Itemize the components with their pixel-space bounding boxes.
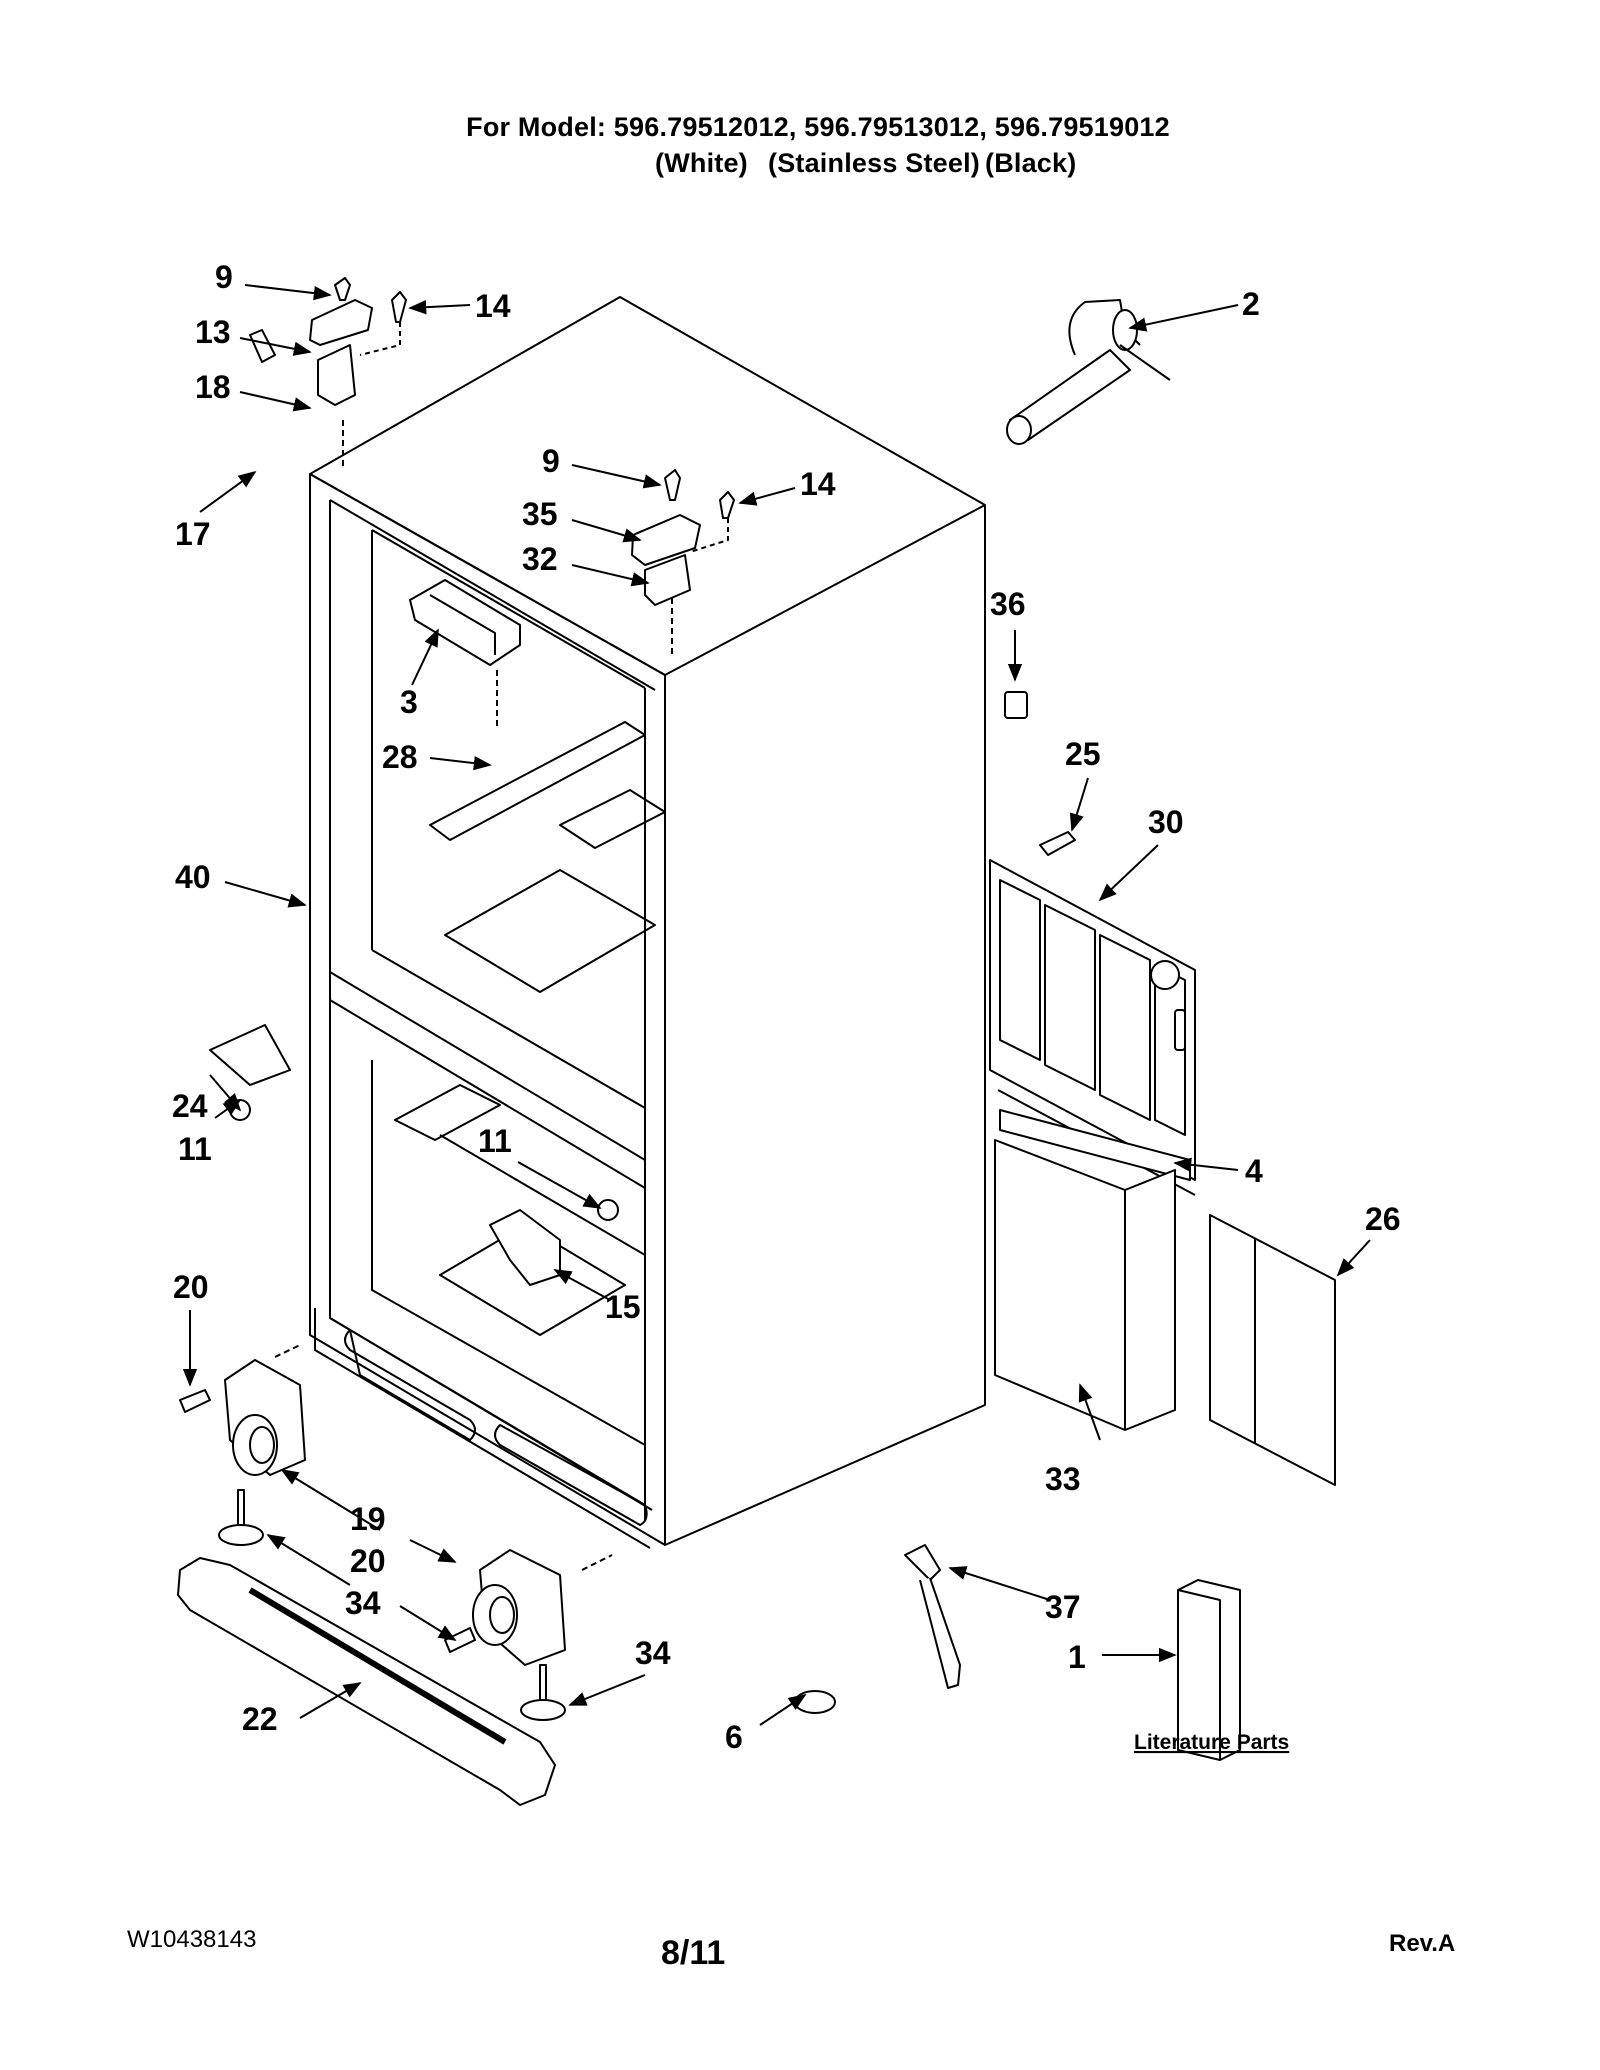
model-line: For Model: 596.79512012, 596.79513012, 5… (466, 112, 1170, 142)
callout-20-bottom: 20 (350, 1543, 386, 1579)
toe-grille-part-22 (177, 1557, 556, 1806)
document-number: W10438143 (127, 1926, 257, 1953)
callout-9-top-left: 9 (215, 259, 233, 295)
callout-37: 37 (1045, 1589, 1081, 1625)
top-hinge-left (249, 277, 407, 406)
sheet-part-26 (1209, 1214, 1336, 1486)
callout-13: 13 (195, 314, 231, 350)
top-hinge-center (631, 469, 735, 606)
callout-32: 32 (522, 541, 558, 577)
clip-part-36 (1004, 691, 1028, 719)
callout-9-center: 9 (542, 443, 560, 479)
callout-24: 24 (172, 1088, 208, 1124)
grommet-part-6 (794, 1690, 836, 1714)
fill-tube-part-2 (1006, 299, 1171, 445)
callout-6: 6 (725, 1719, 743, 1755)
callout-17: 17 (175, 516, 211, 552)
leveling-leg-left (218, 1489, 264, 1546)
callout-33: 33 (1045, 1461, 1081, 1497)
callout-30: 30 (1148, 804, 1184, 840)
callout-3: 3 (400, 684, 418, 720)
variant-black: (Black) (985, 148, 1077, 178)
grille-part-30 (989, 859, 1196, 1196)
leveling-leg-right (520, 1664, 566, 1721)
revision-label: Rev.A (1389, 1930, 1456, 1957)
hinge-part-15 (489, 1209, 561, 1286)
screw-part-11-center (597, 1199, 619, 1221)
callout-15: 15 (605, 1289, 641, 1325)
sensor-part-37 (904, 1544, 961, 1689)
callout-14-top-left: 14 (475, 288, 511, 324)
strip-part-4 (999, 1109, 1191, 1181)
callout-4: 4 (1245, 1153, 1263, 1189)
roller-assembly-right (444, 1549, 566, 1666)
callout-28: 28 (382, 739, 418, 775)
callout-35: 35 (522, 496, 558, 532)
callout-34-left: 34 (345, 1585, 381, 1621)
callout-22: 22 (242, 1701, 278, 1737)
roller-assembly-left (179, 1359, 306, 1476)
callout-18: 18 (195, 369, 231, 405)
callout-36: 36 (990, 586, 1026, 622)
callout-25: 25 (1065, 736, 1101, 772)
variant-stainless: (Stainless Steel) (768, 148, 980, 178)
refrigerator-cabinet (274, 296, 986, 1571)
literature-parts-label: Literature Parts (1134, 1731, 1289, 1754)
callout-26: 26 (1365, 1201, 1401, 1237)
callout-2: 2 (1242, 286, 1260, 322)
callout-20-left: 20 (173, 1269, 209, 1305)
page-number: 8/11 (661, 1934, 726, 1972)
callout-14-center: 14 (800, 466, 836, 502)
callout-11-left: 11 (178, 1131, 212, 1167)
panel-part-33 (994, 1139, 1176, 1431)
callout-19: 19 (350, 1501, 386, 1537)
center-hinge-part-24 (209, 1024, 291, 1086)
variant-white: (White) (655, 148, 748, 178)
leader-arrows (182, 284, 1371, 1726)
callout-40: 40 (175, 859, 211, 895)
callout-34-right: 34 (635, 1635, 671, 1671)
callout-1: 1 (1068, 1639, 1086, 1675)
callout-labels: 9 14 13 18 17 2 9 14 35 32 3 28 36 25 30… (172, 259, 1401, 1755)
callout-11-center: 11 (478, 1123, 512, 1159)
screw-part-25 (1039, 831, 1076, 856)
literature-part-1 (1177, 1579, 1241, 1761)
